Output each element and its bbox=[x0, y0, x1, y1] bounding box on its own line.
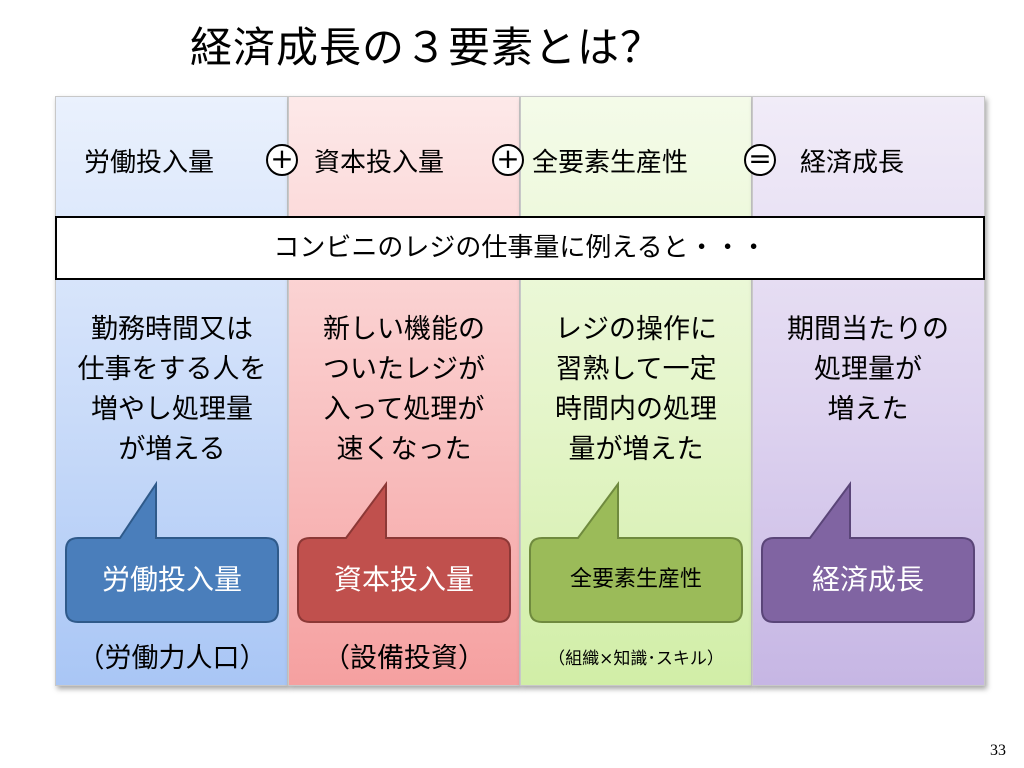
callout-shape-capital bbox=[297, 480, 511, 623]
callout-shape-tfp bbox=[529, 480, 743, 623]
callout-label-capital: 資本投入量 bbox=[333, 563, 474, 596]
description-line: 期間当たりの bbox=[787, 314, 949, 345]
analogy-banner: コンビニのレジの仕事量に例えると・・・ bbox=[55, 216, 985, 280]
description-line: 増やし処理量 bbox=[91, 394, 253, 425]
sub-caption-tfp: （組織×知識･スキル） bbox=[548, 649, 724, 669]
description-tfp: レジの操作に 習熟して一定 時間内の処理 量が増えた bbox=[520, 310, 752, 470]
callout-shape-labor bbox=[65, 480, 279, 623]
callout-label-growth: 経済成長 bbox=[811, 563, 924, 596]
callout-label-tfp: 全要素生産性 bbox=[569, 567, 702, 592]
description-labor: 勤務時間又は 仕事をする人を 増やし処理量 が増える bbox=[56, 310, 288, 470]
plus-operator-2: + bbox=[492, 144, 524, 176]
description-line: 処理量が bbox=[814, 354, 922, 385]
slide-title: 経済成長の３要素とは？ bbox=[190, 23, 664, 72]
callout-shape-growth bbox=[761, 480, 975, 623]
equation-term-growth: 経済成長 bbox=[800, 148, 905, 178]
equation-term-capital: 資本投入量 bbox=[314, 148, 445, 178]
equation-term-labor: 労働投入量 bbox=[84, 148, 215, 178]
description-line: が増える bbox=[118, 434, 226, 465]
description-line: 勤務時間又は bbox=[91, 314, 253, 345]
equation-term-tfp: 全要素生産性 bbox=[532, 148, 689, 178]
description-line: 速くなった bbox=[336, 434, 472, 465]
sub-caption-capital: （設備投資） bbox=[323, 643, 485, 674]
description-capital: 新しい機能の ついたレジが 入って処理が 速くなった bbox=[288, 310, 520, 470]
description-line: ついたレジが bbox=[323, 354, 485, 385]
page-number: 33 bbox=[990, 742, 1006, 759]
equals-operator: = bbox=[744, 144, 776, 176]
description-line: 時間内の処理 bbox=[555, 394, 717, 425]
callout-label-labor: 労働投入量 bbox=[101, 563, 242, 596]
description-line: 増えた bbox=[827, 394, 909, 425]
plus-operator-1: + bbox=[266, 144, 298, 176]
description-line: レジの操作に bbox=[555, 314, 717, 345]
description-line: 量が増えた bbox=[568, 434, 704, 465]
description-line: 習熟して一定 bbox=[555, 354, 717, 385]
description-growth: 期間当たりの 処理量が 増えた bbox=[752, 310, 984, 430]
description-line: 新しい機能の bbox=[323, 314, 485, 345]
description-line: 仕事をする人を bbox=[77, 354, 267, 385]
description-line: 入って処理が bbox=[323, 394, 485, 425]
sub-caption-labor: （労働力人口） bbox=[77, 643, 267, 674]
